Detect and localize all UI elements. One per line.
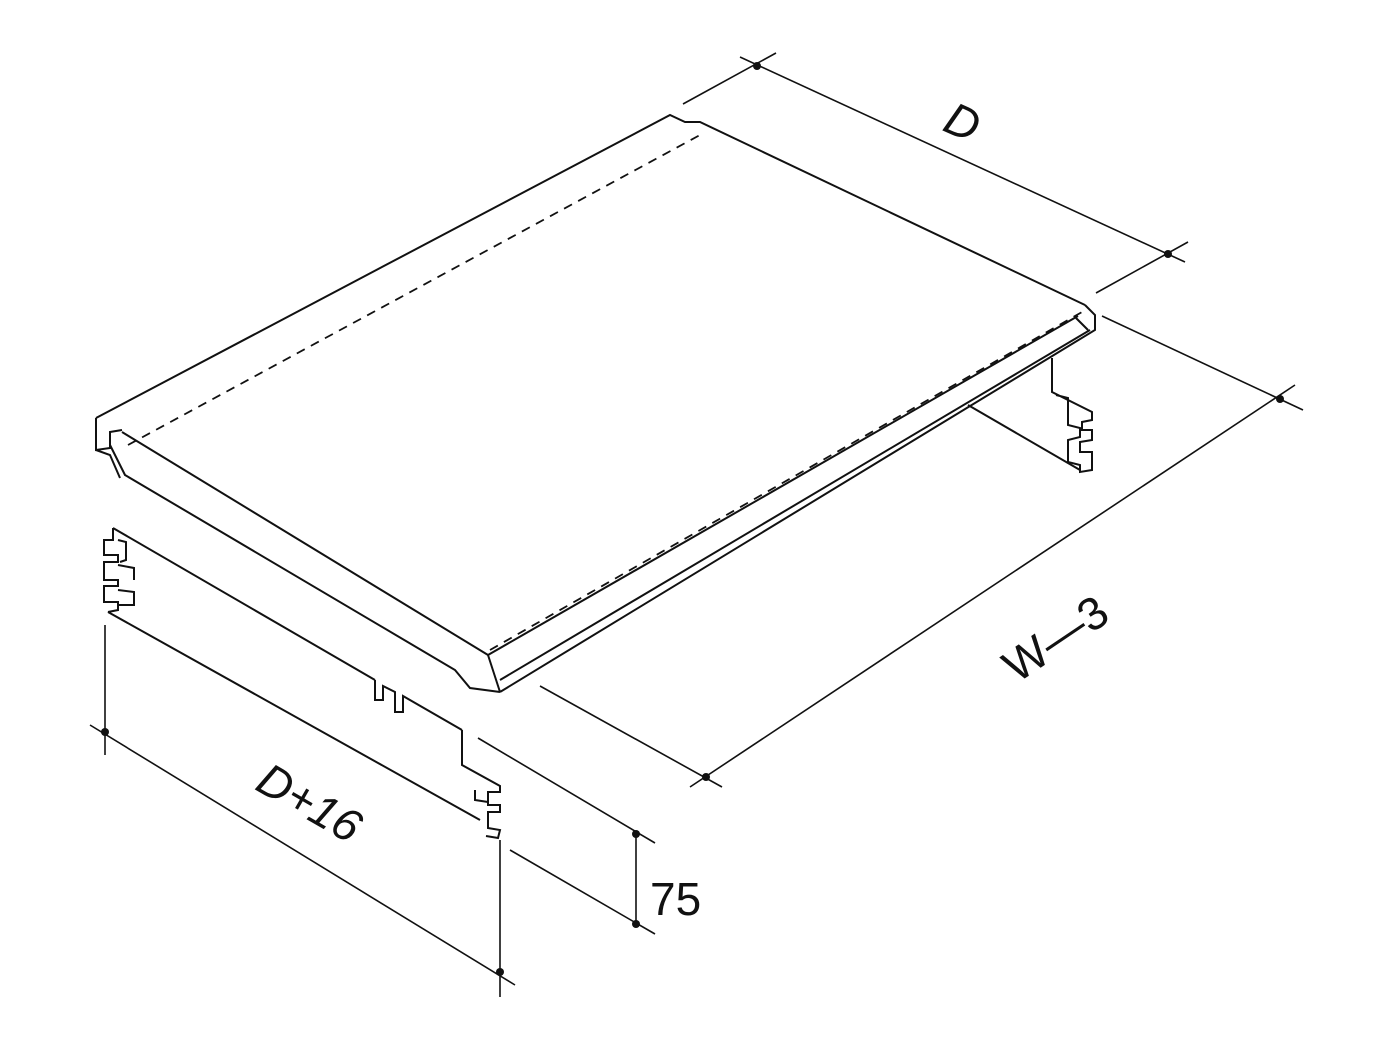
dim-w-end-point <box>702 773 710 781</box>
label-75: 75 <box>650 873 701 925</box>
dim-75-bottom-point <box>632 920 640 928</box>
dim-w-start-point <box>1276 395 1284 403</box>
label-d-plus-16: D+16 <box>248 752 371 853</box>
dimension-75: 75 <box>477 737 701 935</box>
label-w-3: W—3 <box>993 585 1117 692</box>
dimension-d16: D+16 <box>89 625 516 997</box>
label-d: D <box>937 91 989 152</box>
dim-75-top-point <box>632 830 640 838</box>
dimension-d: D <box>682 52 1189 294</box>
dim-d-start-point <box>753 62 761 70</box>
dim-d16-start-point <box>101 728 109 736</box>
dim-d16-end-point <box>496 968 504 976</box>
dim-d-end-point <box>1164 250 1172 258</box>
back-bracket <box>967 358 1093 474</box>
side-bracket <box>103 527 502 840</box>
dimension-w: W—3 <box>539 315 1304 788</box>
shelf-panel <box>95 113 1096 693</box>
